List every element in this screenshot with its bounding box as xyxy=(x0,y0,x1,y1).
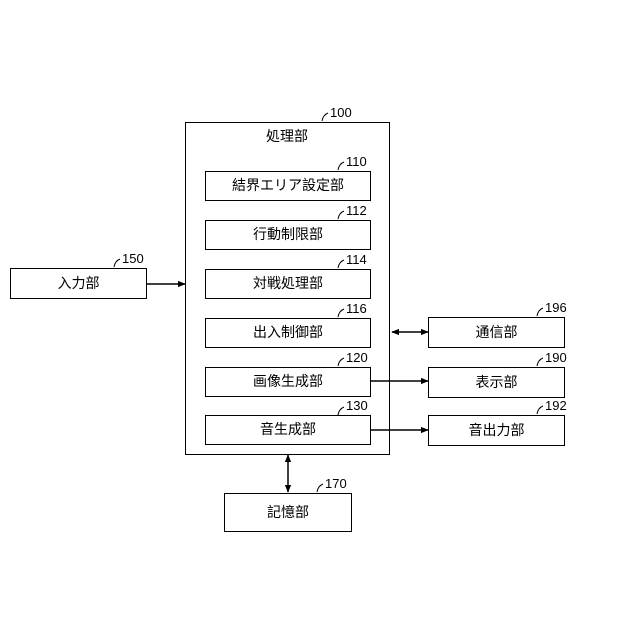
sound-output-unit: 音出力部 xyxy=(428,415,565,446)
communication-unit: 通信部 xyxy=(428,317,565,348)
sound-generation-module: 音生成部 xyxy=(205,415,371,445)
barrier-area-setting-module: 結界エリア設定部 xyxy=(205,171,371,201)
action-restriction-ref: 112 xyxy=(346,204,367,217)
io-control-module: 出入制御部 xyxy=(205,318,371,348)
battle-processing-ref: 114 xyxy=(346,253,367,266)
processing-unit-ref: 100 xyxy=(330,106,352,119)
image-generation-ref: 120 xyxy=(346,351,368,364)
input-unit-ref: 150 xyxy=(122,252,144,265)
barrier-area-setting-ref: 110 xyxy=(346,155,367,168)
battle-processing-module: 対戦処理部 xyxy=(205,269,371,299)
leader-100 xyxy=(322,113,328,121)
communication-unit-ref: 196 xyxy=(545,301,567,314)
processing-unit-label: 処理部 xyxy=(266,130,308,144)
sound-generation-ref: 130 xyxy=(346,399,368,412)
leader-190 xyxy=(537,358,543,366)
display-unit-ref: 190 xyxy=(545,351,567,364)
leader-150 xyxy=(114,259,120,267)
image-generation-module: 画像生成部 xyxy=(205,367,371,397)
leader-196 xyxy=(537,308,543,316)
input-unit: 入力部 xyxy=(10,268,147,299)
io-control-ref: 116 xyxy=(346,302,367,315)
action-restriction-module: 行動制限部 xyxy=(205,220,371,250)
display-unit: 表示部 xyxy=(428,367,565,398)
storage-unit-ref: 170 xyxy=(325,477,347,490)
sound-output-unit-ref: 192 xyxy=(545,399,567,412)
leader-192 xyxy=(537,406,543,414)
leader-170 xyxy=(317,484,323,492)
storage-unit: 記憶部 xyxy=(224,493,352,532)
